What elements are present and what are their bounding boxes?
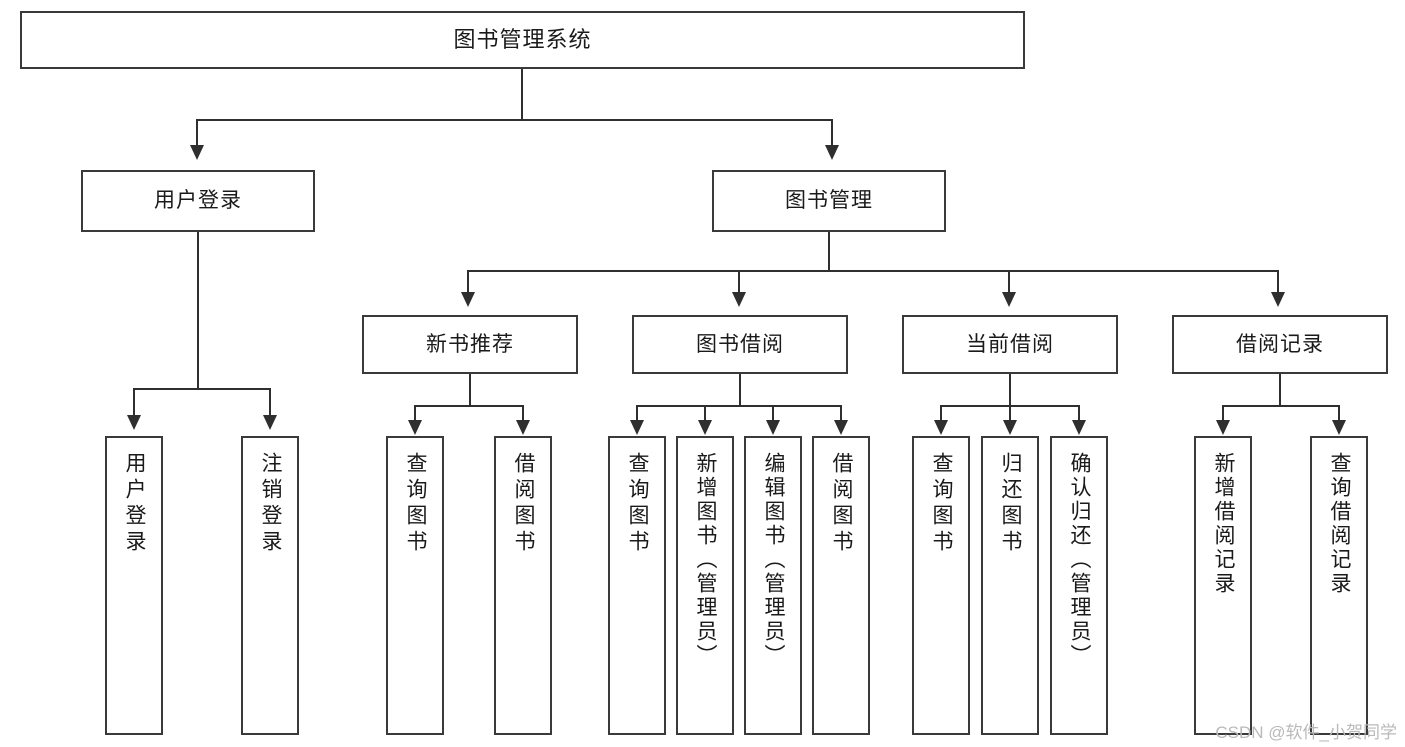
connector-drop-book-borrow-3 (772, 405, 774, 421)
node-root-system[interactable]: 图书管理系统 (20, 11, 1025, 69)
connector-drop-user-login-2 (269, 388, 271, 416)
connector-drop-current-borrow-2 (1009, 405, 1011, 421)
arrow-leaf-current-borrow-1 (934, 420, 948, 435)
node-label: 借阅图书 (512, 452, 536, 556)
node-label: 编辑图书（管理员） (762, 452, 786, 668)
connector-rail-book-borrow (636, 405, 842, 407)
arrow-leaf-borrow-record-2 (1332, 420, 1346, 435)
connector-rail-new-book (414, 405, 524, 407)
node-leaf-bb-borrow-book[interactable]: 借阅图书 (812, 436, 870, 735)
connector-root-stem (521, 69, 523, 120)
connector-drop-new-book-2 (522, 405, 524, 421)
connector-drop-book-borrow-1 (636, 405, 638, 421)
connector-borrow-record-stem (1279, 374, 1281, 406)
node-label: 图书管理 (785, 189, 873, 213)
node-leaf-user-login[interactable]: 用户登录 (105, 436, 163, 735)
arrow-leaf-current-borrow-3 (1072, 420, 1086, 435)
arrow-leaf-borrow-record-1 (1216, 420, 1230, 435)
node-label: 借阅记录 (1236, 332, 1324, 356)
node-label: 图书管理系统 (453, 26, 592, 52)
arrow-leaf-book-borrow-1 (630, 420, 644, 435)
node-label: 查询图书 (626, 452, 650, 556)
node-label: 用户登录 (154, 189, 242, 213)
arrow-leaf-book-borrow-3 (766, 420, 780, 435)
connector-drop-new-book (467, 270, 469, 293)
node-label: 图书借阅 (696, 332, 784, 356)
watermark: CSDN @软件_小贺同学 (1215, 723, 1397, 742)
node-leaf-bb-query-book[interactable]: 查询图书 (608, 436, 666, 735)
node-label: 确认归还（管理员） (1068, 452, 1092, 668)
connector-rail-level1 (196, 119, 833, 121)
connector-drop-current-borrow-1 (940, 405, 942, 421)
arrow-leaf-new-book-1 (408, 420, 422, 435)
node-leaf-cb-return-book[interactable]: 归还图书 (981, 436, 1039, 735)
arrow-current-borrow (1002, 292, 1016, 307)
node-label: 归还图书 (999, 452, 1023, 556)
connector-current-borrow-stem (1009, 374, 1011, 406)
node-leaf-nb-borrow-book[interactable]: 借阅图书 (494, 436, 552, 735)
connector-book-borrow-stem (739, 374, 741, 406)
node-current-borrow[interactable]: 当前借阅 (902, 315, 1118, 374)
node-label: 查询图书 (404, 452, 428, 556)
node-book-borrow[interactable]: 图书借阅 (632, 315, 848, 374)
node-leaf-logout[interactable]: 注销登录 (241, 436, 299, 735)
connector-rail-user-login (133, 388, 269, 390)
connector-drop-book-borrow-4 (840, 405, 842, 421)
arrow-leaf-new-book-2 (516, 420, 530, 435)
connector-drop-book-borrow (738, 270, 740, 293)
arrow-book-borrow (732, 292, 746, 307)
node-leaf-br-query-record[interactable]: 查询借阅记录 (1310, 436, 1368, 735)
node-label: 注销登录 (259, 452, 283, 556)
connector-user-login-stem (197, 232, 199, 389)
arrow-leaf-current-borrow-2 (1003, 420, 1017, 435)
connector-drop-new-book-1 (414, 405, 416, 421)
arrow-user-login (190, 145, 204, 160)
connector-drop-user-login (196, 119, 198, 146)
connector-book-mgmt-stem (828, 232, 830, 271)
arrow-leaf-user-login-1 (127, 415, 141, 430)
node-user-login[interactable]: 用户登录 (81, 170, 315, 232)
arrow-new-book (461, 292, 475, 307)
connector-drop-user-login-1 (133, 388, 135, 416)
connector-drop-borrow-record-1 (1222, 405, 1224, 421)
connector-drop-book-mgmt (831, 119, 833, 146)
arrow-borrow-record (1271, 292, 1285, 307)
arrow-book-mgmt (825, 145, 839, 160)
connector-drop-borrow-record (1277, 270, 1279, 293)
connector-drop-current-borrow-3 (1078, 405, 1080, 421)
connector-new-book-stem (469, 374, 471, 406)
connector-drop-borrow-record-2 (1338, 405, 1340, 421)
node-label: 借阅图书 (830, 452, 854, 556)
connector-rail-level3 (467, 270, 1279, 272)
node-leaf-cb-confirm-return-admin[interactable]: 确认归还（管理员） (1050, 436, 1108, 735)
node-new-book-recommend[interactable]: 新书推荐 (362, 315, 578, 374)
connector-rail-borrow-record (1222, 405, 1340, 407)
node-borrow-record[interactable]: 借阅记录 (1172, 315, 1388, 374)
arrow-leaf-book-borrow-2 (698, 420, 712, 435)
node-label: 新增图书（管理员） (694, 452, 718, 668)
arrow-leaf-book-borrow-4 (834, 420, 848, 435)
node-label: 查询借阅记录 (1328, 452, 1352, 596)
node-label: 当前借阅 (966, 332, 1054, 356)
node-leaf-bb-add-book-admin[interactable]: 新增图书（管理员） (676, 436, 734, 735)
node-leaf-br-add-record[interactable]: 新增借阅记录 (1194, 436, 1252, 735)
node-label: 新书推荐 (426, 332, 514, 356)
node-label: 查询图书 (930, 452, 954, 556)
connector-drop-book-borrow-2 (704, 405, 706, 421)
arrow-leaf-user-login-2 (263, 415, 277, 430)
connector-drop-current-borrow (1008, 270, 1010, 293)
node-leaf-nb-query-book[interactable]: 查询图书 (386, 436, 444, 735)
node-leaf-bb-edit-book-admin[interactable]: 编辑图书（管理员） (744, 436, 802, 735)
node-book-management[interactable]: 图书管理 (712, 170, 946, 232)
node-label: 新增借阅记录 (1212, 452, 1236, 596)
node-label: 用户登录 (123, 452, 147, 556)
node-leaf-cb-query-book[interactable]: 查询图书 (912, 436, 970, 735)
